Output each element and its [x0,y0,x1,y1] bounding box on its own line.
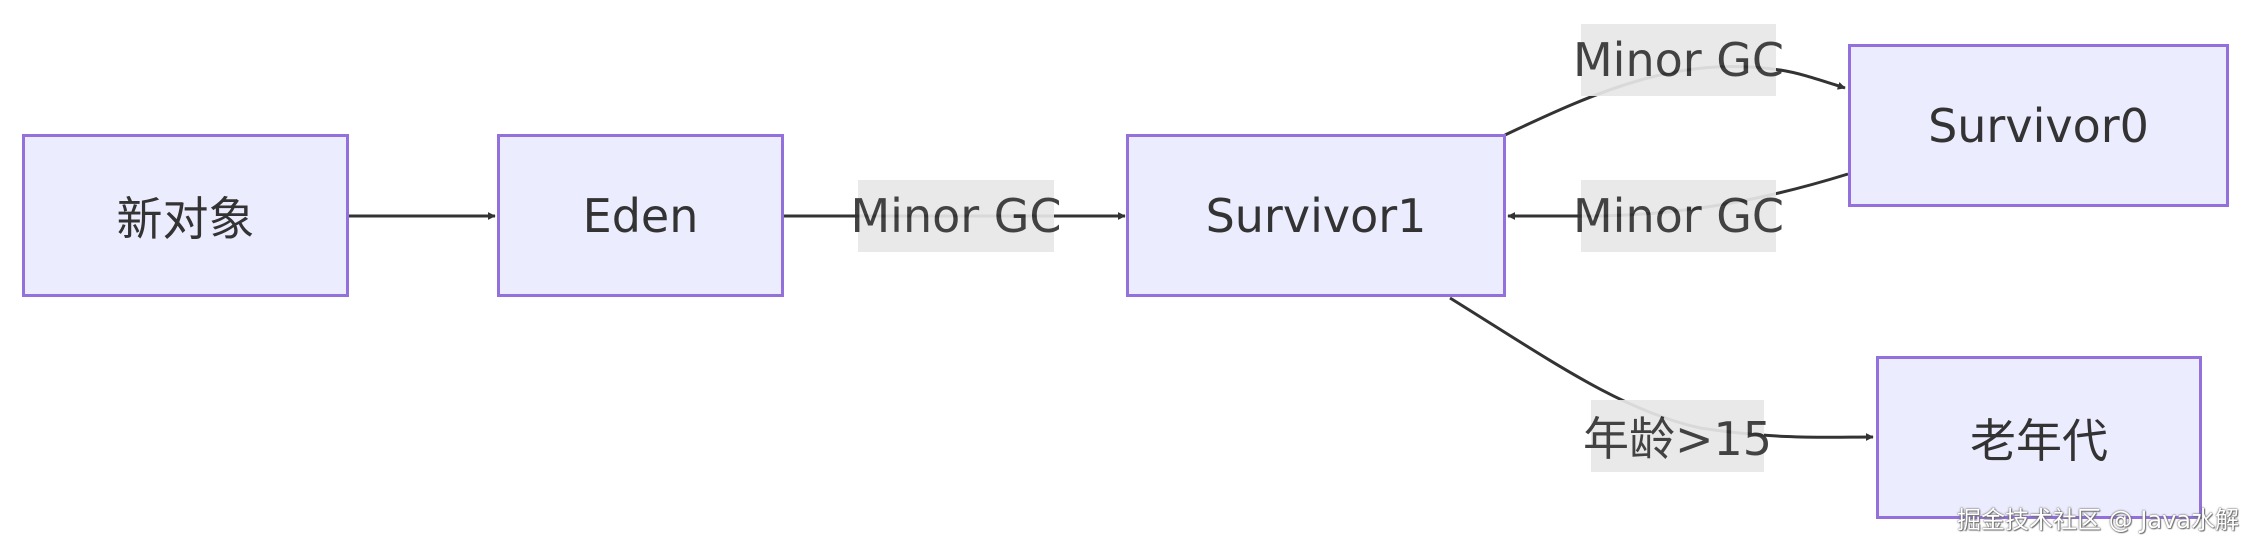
edge-label-survivor0-to-survivor1: Minor GC [1573,180,1784,252]
edge-label-survivor1-to-oldgen: 年龄>15 [1583,400,1772,472]
watermark: 掘金技术社区 @ Java水解 [1957,506,2239,534]
node-old-gen-label: 老年代 [1970,413,2108,468]
edge-label-text: Minor GC [1572,33,1785,87]
node-old-gen: 老年代 [1876,356,2202,519]
node-eden: Eden [497,134,784,297]
node-survivor1: Survivor1 [1126,134,1506,297]
edge-label-text: 年龄>15 [1582,412,1773,466]
node-survivor0: Survivor0 [1848,44,2229,207]
node-survivor1-label: Survivor1 [1205,188,1427,243]
edge-label-survivor1-to-survivor0: Minor GC [1573,24,1784,96]
node-survivor0-label: Survivor0 [1928,98,2149,153]
node-new-object-label: 新对象 [116,191,255,246]
edge-label-text: Minor GC [1572,189,1785,243]
node-eden-label: Eden [582,188,699,243]
edge-label-text: Minor GC [850,189,1062,243]
edge-label-eden-to-survivor1: Minor GC [850,180,1062,252]
node-new-object: 新对象 [22,134,349,297]
